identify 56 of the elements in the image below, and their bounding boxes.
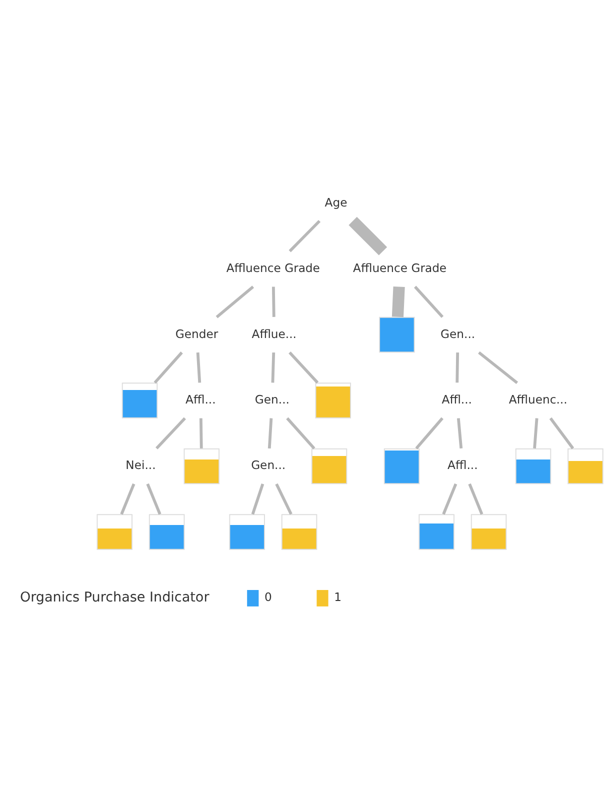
connector — [154, 351, 183, 384]
connector — [272, 286, 276, 316]
node-box — [315, 382, 351, 418]
node-text: Affl... — [448, 458, 478, 472]
connector — [146, 482, 162, 514]
node-text: Affl... — [442, 392, 472, 406]
node-text: Affluence Grade — [353, 260, 447, 275]
connector — [271, 352, 276, 382]
node-box — [229, 514, 265, 550]
node-text: Gen... — [440, 326, 476, 340]
connector — [456, 352, 460, 382]
node-text: Afflue... — [252, 326, 296, 340]
node-box — [568, 448, 604, 484]
node-text: Gender — [175, 326, 218, 340]
connector — [268, 418, 273, 448]
connector — [120, 482, 136, 514]
node-box — [122, 382, 158, 418]
node-box — [379, 316, 415, 352]
node-box — [418, 514, 454, 550]
node-box — [311, 448, 348, 484]
connector — [533, 418, 538, 448]
label: Organics Purchase Indicator — [20, 588, 210, 605]
node-text: Affluence Grade — [226, 260, 320, 275]
connector — [288, 351, 319, 384]
node-text: Age — [324, 194, 348, 209]
connector — [286, 416, 316, 449]
node-text: Affl... — [186, 392, 216, 406]
node-text: Affluenc... — [508, 392, 568, 406]
legend-label: 0 — [264, 590, 272, 604]
legend-label: 1 — [334, 590, 342, 604]
connector — [468, 482, 484, 514]
node-box — [384, 448, 420, 484]
connector — [549, 416, 574, 449]
node-text: Gen... — [251, 458, 286, 472]
connector — [456, 418, 463, 448]
connector — [199, 418, 203, 448]
node-text: Nei... — [126, 458, 156, 472]
node-box — [96, 514, 132, 550]
connector — [251, 483, 264, 514]
node-box — [515, 448, 552, 484]
node-box — [281, 514, 318, 550]
connector — [442, 482, 458, 514]
connector — [414, 285, 444, 318]
node-box — [470, 514, 507, 550]
connector — [288, 219, 321, 252]
node-text: Gen... — [254, 392, 290, 406]
connector — [216, 285, 254, 318]
connector — [415, 416, 444, 449]
connector — [275, 482, 292, 514]
connector — [156, 416, 186, 449]
connector — [348, 216, 388, 255]
connector — [392, 286, 405, 317]
connector — [196, 352, 202, 382]
node-box — [184, 448, 220, 484]
connector — [478, 350, 518, 384]
node-box — [148, 514, 185, 550]
